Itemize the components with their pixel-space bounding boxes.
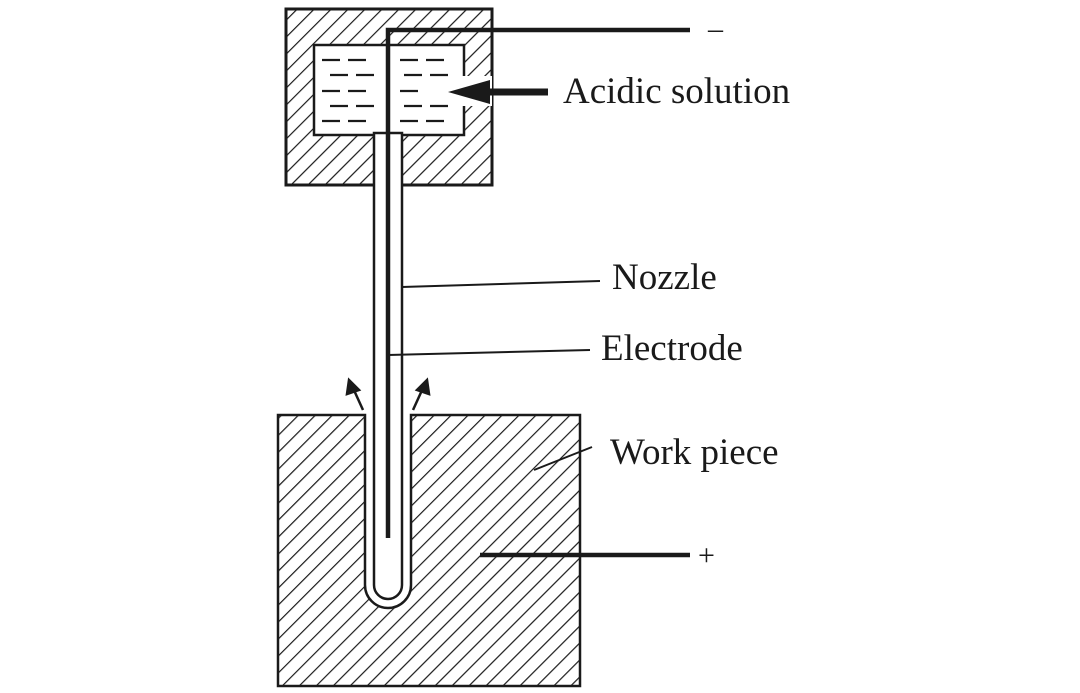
splash-arrows bbox=[345, 377, 431, 411]
electrode-wire bbox=[385, 27, 690, 538]
leader-lines bbox=[387, 280, 601, 471]
acidic-solution-label: Acidic solution bbox=[563, 71, 790, 112]
minus-terminal-label: – bbox=[707, 12, 724, 45]
electrode-leader bbox=[387, 349, 591, 356]
nozzle-label: Nozzle bbox=[612, 257, 717, 298]
plus-terminal-label: + bbox=[698, 539, 715, 572]
solution-inflow-arrow bbox=[448, 80, 548, 104]
nozzle-leader bbox=[401, 280, 601, 288]
work-piece-leader bbox=[533, 446, 593, 471]
work-piece-label: Work piece bbox=[610, 432, 779, 473]
work-piece-block bbox=[276, 413, 582, 688]
acidic-solution-liquid bbox=[322, 58, 448, 123]
electrode-label: Electrode bbox=[601, 328, 743, 369]
